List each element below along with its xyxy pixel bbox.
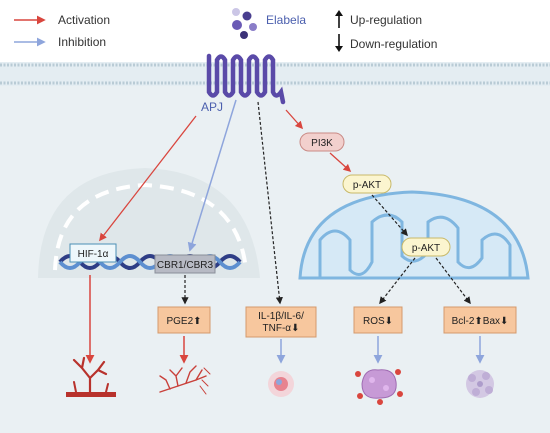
pakt-to-bcl-arrow [435,257,471,305]
legend: Activation Inhibition Up-regulation Down… [14,10,437,52]
up-arrow-icon [335,10,343,28]
bcl-box [443,306,517,334]
il-label-line1: IL-1β/IL-6/ [258,311,304,322]
hif-box [69,243,117,263]
pi3k-label: PI3K [311,138,333,149]
pi3k-box [299,132,345,152]
cbr-label: CBR1/CBR3 [157,260,214,271]
elabela-label: Elabela [266,13,306,27]
ros-label: ROS⬇ [363,316,393,327]
pakt-label-2: p-AKT [412,243,440,254]
pge2-box [157,306,211,334]
pakt-box-1 [342,174,392,194]
pakt-to-pakt-arrow [371,194,408,237]
ros-box [353,306,403,334]
pge2-label: PGE2⬆ [166,316,201,327]
apj-to-pi3k-arrow [285,109,304,130]
apj-to-il-arrow [257,101,283,305]
il-box [245,306,317,338]
cbr-box [154,254,216,274]
apj-label: APJ [201,100,223,114]
blood-vessel-angiogenesis-icon [66,356,116,397]
apj-receptor-icon [206,53,286,105]
apj-to-hif-arrow [99,115,197,242]
pakt-to-ros-arrow [379,257,416,305]
ros-damaged-cell-icon [355,369,403,405]
hif-label: HIF-1α [78,249,109,260]
bcl-label: Bcl-2⬆Bax⬇ [452,316,509,327]
mitochondrion [298,190,530,280]
down-arrow-icon [335,34,343,52]
il-label-line2: TNF-α⬇ [263,323,300,334]
elabela-ligand-icon [232,8,257,39]
legend-upregulation-label: Up-regulation [350,13,422,27]
pakt-box-2 [401,237,451,257]
apoptotic-cell-icon [466,370,494,398]
inflammation-cell-icon [268,371,294,397]
legend-activation-label: Activation [58,13,110,27]
legend-inhibition-label: Inhibition [58,35,106,49]
legend-downregulation-label: Down-regulation [350,37,437,51]
pi3k-to-pakt-arrow [329,152,352,173]
apj-to-cbr-arrow [187,99,237,252]
vessel-branching-icon [159,365,211,395]
pakt-label-1: p-AKT [353,180,381,191]
